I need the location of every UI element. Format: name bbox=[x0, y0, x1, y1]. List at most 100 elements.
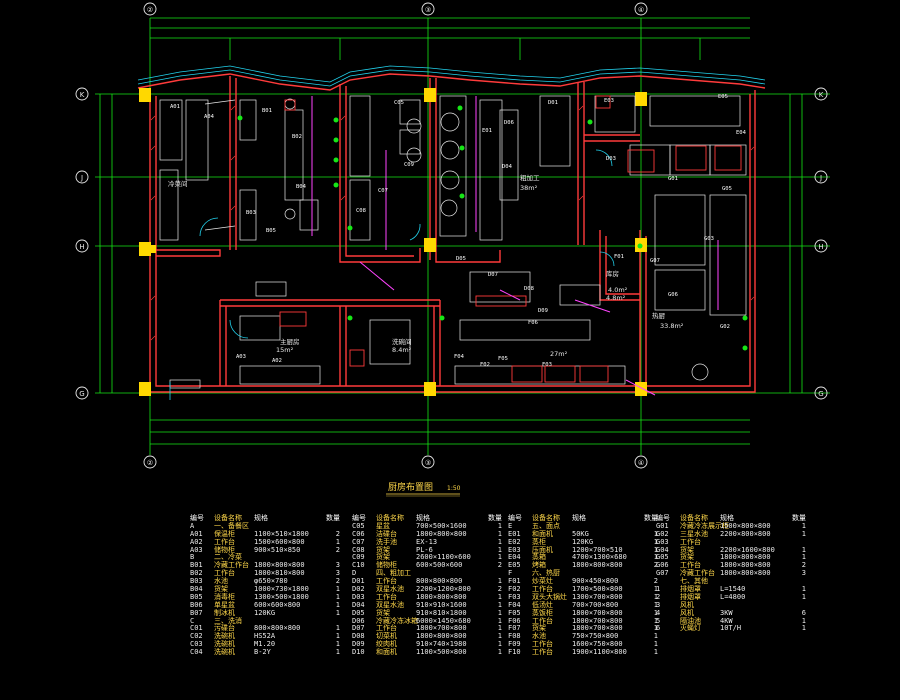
axis-label-right-g: G bbox=[818, 390, 823, 398]
schedule-header: 编号设备名称规格数量 bbox=[352, 514, 502, 523]
schedule-cell-spec: 1100×500×800 bbox=[416, 648, 467, 657]
schedule-cell-name: 冷藏工作台 bbox=[214, 561, 249, 570]
schedule-cell-code: A02 bbox=[190, 537, 203, 546]
room-name-hot: 热厨 bbox=[652, 311, 666, 320]
schedule-cell-code: B bbox=[190, 553, 195, 562]
schedule-cell-qty: 1 bbox=[801, 616, 806, 625]
schedule-cell-code: 4 bbox=[656, 608, 661, 617]
schedule-cell-qty: 1 bbox=[497, 608, 502, 617]
schedule-cell-spec: 700×500×1600 bbox=[416, 521, 467, 530]
schedule-cell-qty: 1 bbox=[335, 632, 340, 641]
schedule-cell-qty: 1 bbox=[497, 640, 502, 649]
schedule-cell-name: 工作台 bbox=[532, 640, 553, 649]
equipment-code-f02: F02 bbox=[480, 362, 490, 368]
schedule-cell-name: 工作台 bbox=[376, 577, 397, 586]
schedule-cell-name: 三、洗消 bbox=[214, 616, 242, 625]
schedule-cell-spec: 1600×750×800 bbox=[572, 640, 623, 649]
schedule-cell-name: 蒸柜 bbox=[532, 537, 546, 546]
schedule-cell-spec: B-2Y bbox=[254, 648, 271, 657]
schedule-cell-code: B07 bbox=[190, 608, 203, 617]
schedule-cell-spec: EX-13 bbox=[416, 537, 438, 546]
schedule-cell-spec: 1800×800×800 bbox=[720, 553, 771, 562]
schedule-cell-qty: 1 bbox=[497, 592, 502, 601]
schedule-cell-name: 货架 bbox=[376, 545, 390, 554]
schedule-cell-qty: 2 bbox=[335, 577, 340, 586]
equipment-code-g01: G01 bbox=[668, 176, 678, 182]
schedule-cell-qty: 1 bbox=[497, 624, 502, 633]
schedule-cell-code: G03 bbox=[656, 537, 669, 546]
schedule-cell-spec: 600×600×800 bbox=[254, 600, 301, 609]
schedule-cell-code: A bbox=[190, 521, 195, 530]
schedule-cell-qty: 1 bbox=[497, 577, 502, 586]
drawing-title: 厨房布置图 bbox=[388, 481, 433, 493]
schedule-cell-spec: 700×700×800 bbox=[572, 600, 619, 609]
equipment-code-f05: F05 bbox=[498, 356, 508, 362]
schedule-row: 七、其他 bbox=[656, 577, 806, 586]
schedule-cell-code: C07 bbox=[352, 537, 365, 546]
schedule-cell-spec: 1300×700×800 bbox=[572, 592, 623, 601]
schedule-cell-code: F10 bbox=[508, 648, 521, 657]
schedule-cell-spec: 6000×1450×680 bbox=[416, 616, 471, 625]
schedule-cell-name: 消毒柜 bbox=[214, 592, 235, 601]
schedule-cell-name: 双星水池 bbox=[376, 585, 404, 594]
schedule-cell-code: D02 bbox=[352, 585, 365, 594]
schedule-cell-spec: 1800×700×800 bbox=[572, 616, 623, 625]
schedule-cell-spec: 4KW bbox=[720, 616, 733, 625]
schedule-header-code: 编号 bbox=[190, 514, 204, 522]
schedule-cell-code: D06 bbox=[352, 616, 365, 625]
schedule-cell-name: 双头大锅灶 bbox=[532, 592, 567, 601]
equipment-code-d05: D05 bbox=[456, 256, 466, 262]
schedule-header: 编号设备名称规格数量 bbox=[656, 514, 806, 523]
schedule-cell-code: B04 bbox=[190, 585, 203, 594]
equipment-code-f03: F03 bbox=[542, 362, 552, 368]
schedule-header-qty: 数量 bbox=[326, 514, 340, 522]
schedule-header-name: 设备名称 bbox=[680, 514, 708, 522]
equipment-code-f04: F04 bbox=[454, 354, 465, 360]
schedule-cell-spec: 900×510×850 bbox=[254, 545, 301, 554]
schedule-cell-qty: 1 bbox=[801, 624, 806, 633]
schedule-cell-code: 6 bbox=[656, 624, 661, 633]
walls bbox=[137, 73, 766, 393]
schedule-header-qty: 数量 bbox=[488, 514, 502, 522]
equipment-code-a01: A01 bbox=[170, 104, 180, 110]
schedule-cell-qty: 3 bbox=[335, 561, 340, 570]
schedule-cell-name: 水池 bbox=[532, 632, 546, 641]
schedule-cell-name: 工作台 bbox=[214, 569, 235, 578]
schedule-cell-qty: 1 bbox=[801, 545, 806, 554]
schedule-cell-code: A03 bbox=[190, 545, 203, 554]
schedule-cell-spec: 910×910×1600 bbox=[416, 600, 467, 609]
schedule-cell-spec: 1200×700×510 bbox=[572, 545, 623, 554]
schedule-cell-code: D05 bbox=[352, 608, 365, 617]
room-area-b: 15m² bbox=[276, 346, 294, 354]
schedule-cell-name: 风机 bbox=[680, 600, 694, 609]
schedule-cell-name: 低汤灶 bbox=[532, 600, 553, 609]
schedule-cell-qty: 2 bbox=[653, 561, 658, 570]
schedule-cell-qty: 1 bbox=[653, 592, 658, 601]
room-name-main: 主厨房 bbox=[280, 337, 300, 346]
schedule-cell-name: 蒸饭柜 bbox=[532, 608, 553, 617]
schedule-cell-spec: 1800×800×800 bbox=[572, 561, 623, 570]
schedule-cell-spec: 1500×800×800 bbox=[720, 521, 771, 530]
equipment-code-c09: C09 bbox=[404, 162, 414, 168]
schedule-cell-spec: L=1540 bbox=[720, 585, 746, 594]
